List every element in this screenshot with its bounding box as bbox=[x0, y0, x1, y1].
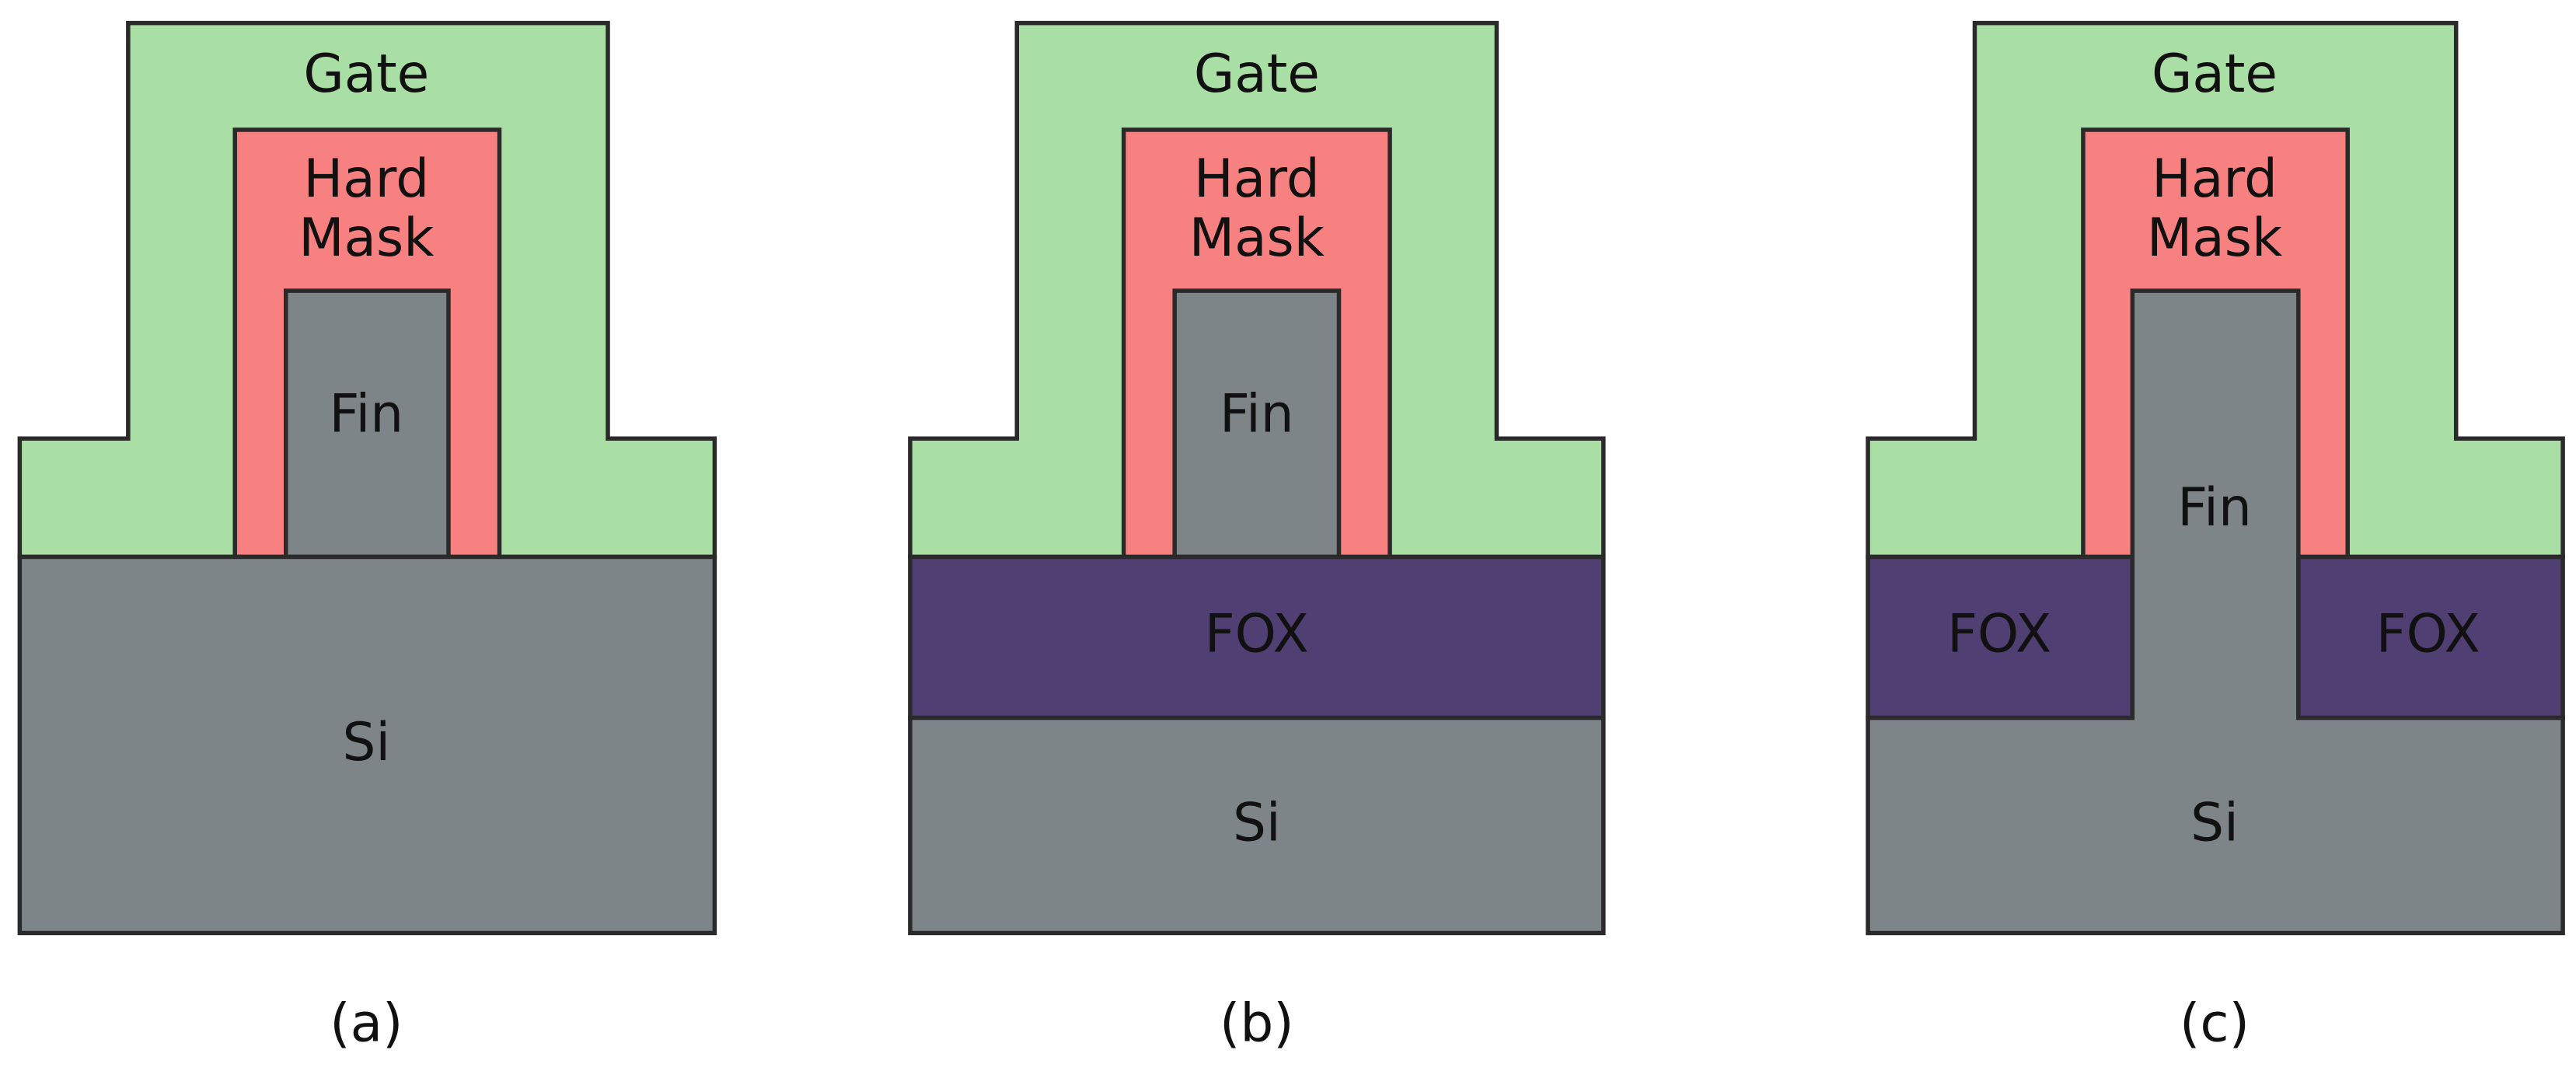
fin-region bbox=[1172, 288, 1342, 560]
gate-label: Gate bbox=[2152, 43, 2278, 104]
gate-label: Gate bbox=[303, 43, 429, 104]
fox-right-label: FOX bbox=[2376, 603, 2480, 665]
hard-mask-label-line1: Hard bbox=[2152, 148, 2278, 209]
panel-a: Gate Hard Mask Fin Si (a) bbox=[17, 20, 717, 1053]
hard-mask-label-line1: Hard bbox=[1194, 148, 1320, 209]
hard-mask-label-line2: Mask bbox=[2147, 207, 2282, 268]
fox-layer bbox=[908, 554, 1606, 720]
si-substrate-with-fin bbox=[1866, 288, 2565, 936]
hard-mask-label-line2: Mask bbox=[298, 207, 434, 268]
fin-label: Fin bbox=[1220, 382, 1294, 444]
hard-mask-label-line2: Mask bbox=[1189, 207, 1325, 268]
panel-caption: (b) bbox=[1220, 992, 1294, 1053]
panel-b: Gate Hard Mask Fin FOX Si (b) bbox=[908, 20, 1606, 1053]
fox-left-label: FOX bbox=[1947, 603, 2051, 665]
panel-caption: (c) bbox=[2180, 992, 2250, 1053]
si-label: Si bbox=[2190, 792, 2239, 853]
gate-label: Gate bbox=[1194, 43, 1320, 104]
si-label: Si bbox=[342, 711, 390, 773]
panel-c: Gate Hard Mask Fin FOX FOX Si (c) bbox=[1866, 20, 2565, 1053]
fox-label: FOX bbox=[1205, 603, 1309, 665]
si-label: Si bbox=[1233, 792, 1281, 853]
si-substrate bbox=[908, 715, 1606, 936]
fox-right-region bbox=[2296, 554, 2565, 720]
fin-label: Fin bbox=[2177, 476, 2252, 538]
si-substrate bbox=[17, 554, 717, 936]
fin-label: Fin bbox=[329, 382, 403, 444]
hard-mask-label-line1: Hard bbox=[303, 148, 429, 209]
panel-caption: (a) bbox=[330, 992, 403, 1053]
